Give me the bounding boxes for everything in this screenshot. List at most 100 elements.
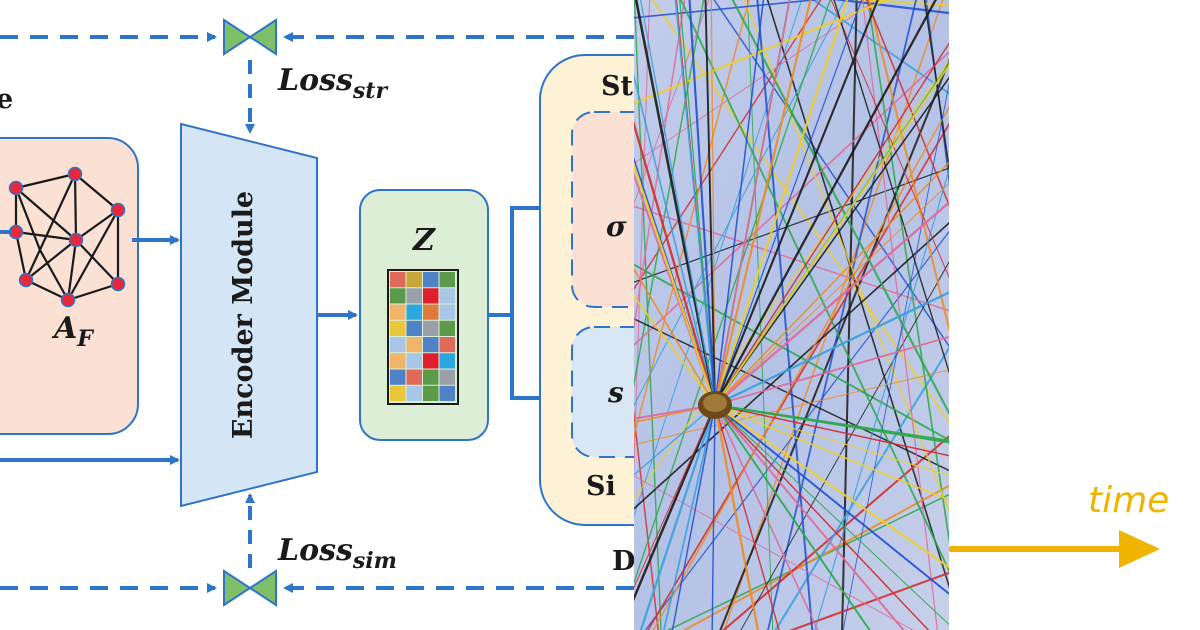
z-label: Z [412, 223, 436, 258]
z-matrix-cell [423, 272, 439, 288]
z-matrix-cell [439, 320, 455, 336]
z-matrix-cell [390, 304, 406, 320]
af-label: AF [51, 311, 94, 352]
string-line [634, 221, 949, 510]
string-line [842, 82, 949, 630]
hub-string-line [714, 64, 949, 406]
z-matrix-cell [406, 320, 422, 336]
z-matrix-cell [439, 369, 455, 385]
z-matrix-cell [390, 272, 406, 288]
string-line [634, 0, 710, 205]
z-matrix-cell [439, 288, 455, 304]
hub-string-line [714, 0, 879, 406]
cut-label-top-left: e [0, 84, 13, 115]
z-matrix-cell [390, 320, 406, 336]
hub-string-line [639, 404, 717, 630]
string-line [651, 0, 949, 424]
z-matrix-cell [390, 369, 406, 385]
hub-string-line [714, 182, 949, 406]
hub-string-line [634, 404, 716, 589]
string-line [774, 346, 949, 630]
string-line [682, 484, 949, 630]
timeline-svg: time [949, 480, 1169, 568]
string-line [647, 122, 949, 630]
string-line [634, 0, 750, 439]
hub-string-line [674, 0, 716, 406]
time-label: time [1088, 480, 1169, 521]
hub-string-line [714, 404, 930, 630]
string-line [634, 475, 914, 630]
hub-string-line [714, 42, 949, 406]
timeline-panel: time [949, 0, 1200, 630]
hub-string-line [714, 404, 949, 457]
graph-nodes [8, 166, 126, 308]
cut-label-d: D [612, 546, 634, 577]
hub-string-line [634, 162, 717, 406]
z-matrix-cell [406, 369, 422, 385]
hub-string-line [704, 0, 716, 406]
hub-string-line [710, 0, 716, 406]
string-line [830, 0, 949, 279]
hub-string-line [671, 404, 716, 630]
z-matrix-cell [406, 288, 422, 304]
z-matrix-cell [406, 304, 422, 320]
z-matrix-cell [423, 304, 439, 320]
loss-sim-label: Losssim [277, 533, 397, 574]
z-matrix-cell [439, 337, 455, 353]
z-matrix-cell [423, 353, 439, 369]
hub-string-line [713, 0, 812, 406]
hub-string-line [711, 404, 716, 630]
cut-label-similarity: Si [586, 471, 616, 502]
loss-sim-valve-icon [223, 569, 277, 607]
string-line [634, 0, 846, 407]
hub-string-line [714, 201, 949, 406]
string-line [634, 205, 949, 312]
encoder-module [180, 122, 318, 508]
hub-string-line [714, 404, 905, 630]
hub-string-line [634, 73, 716, 406]
string-line [652, 105, 949, 630]
z-matrix-cell [406, 337, 422, 353]
hub-string-line [688, 0, 717, 406]
z-matrix-cell [423, 320, 439, 336]
z-matrix [390, 272, 455, 401]
z-matrix-cell [439, 272, 455, 288]
string-line [788, 571, 949, 630]
hub-string-line [714, 336, 949, 406]
time-arrow-icon [949, 530, 1160, 568]
hub-string-line [639, 0, 716, 406]
string-line [865, 0, 949, 207]
hub-string-line [634, 267, 716, 406]
colored-strings [634, 0, 949, 630]
z-matrix-cell [406, 385, 422, 401]
hub-string-line [714, 404, 949, 626]
string-line [634, 0, 890, 105]
string-line [634, 60, 949, 500]
hub-string-line [714, 0, 863, 406]
string-line [634, 0, 705, 388]
z-matrix-cell [423, 288, 439, 304]
hub-string-line [634, 295, 716, 406]
string-line [923, 0, 949, 174]
diagram-svg: Lossstr Losssim e [0, 18, 634, 607]
graph-node [110, 202, 126, 218]
string-line [634, 0, 822, 19]
string-art-photo [634, 0, 949, 630]
structure-decoder-box [571, 111, 634, 308]
z-matrix-cell [406, 272, 422, 288]
z-matrix-cell [423, 337, 439, 353]
hub-string-line [713, 404, 760, 630]
cut-label-structure: St [601, 71, 633, 102]
graph-node [60, 292, 76, 308]
bottom-dashed-feedback [0, 493, 634, 593]
hub-string-line [714, 404, 949, 444]
hub-string-line [714, 0, 791, 406]
hub-string-line [714, 404, 871, 630]
z-matrix-cell [390, 353, 406, 369]
z-matrix-frame [387, 269, 459, 405]
hub-string-line [634, 404, 717, 602]
hub-string-line [663, 404, 716, 630]
string-line [767, 0, 917, 630]
hub-string-line [634, 404, 716, 476]
z-matrix-cell [390, 288, 406, 304]
